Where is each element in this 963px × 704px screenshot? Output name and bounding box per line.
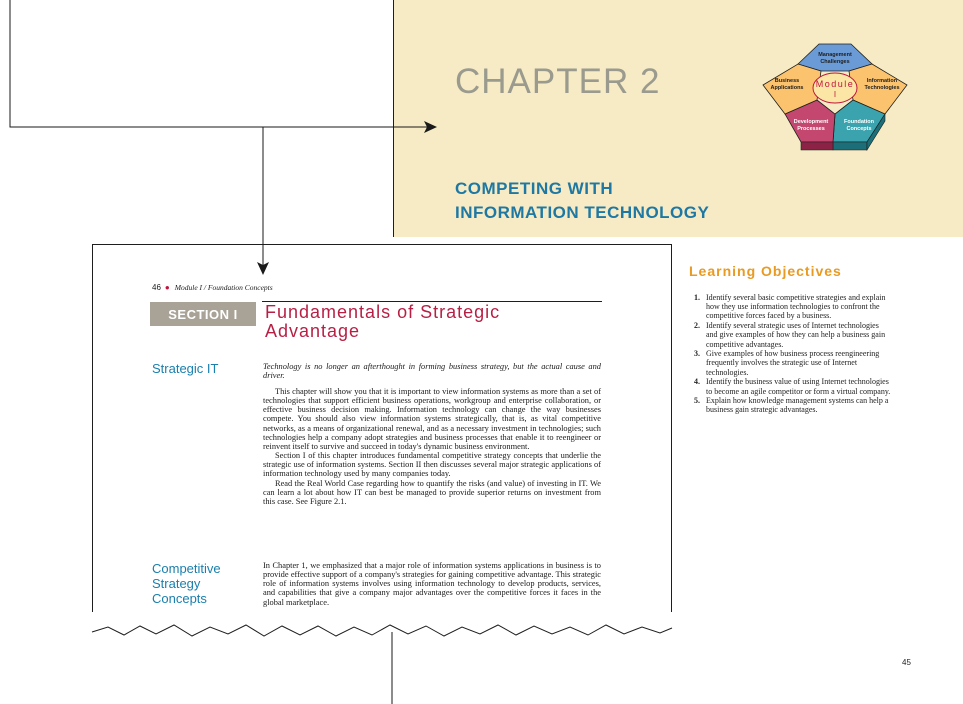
running-head: 46● Module I / Foundation Concepts — [152, 283, 273, 292]
objective-number: 4. — [694, 377, 700, 387]
section-rule — [262, 301, 602, 302]
learning-objective-item: 4. Identify the business value of using I… — [694, 377, 892, 395]
center-module-label: Module — [816, 79, 855, 89]
label-concepts: Concepts — [846, 126, 871, 132]
segment-foundation-concepts-side — [832, 141, 868, 151]
objective-text: Give examples of how business process re… — [706, 349, 880, 377]
objective-text: Identify the business value of using Int… — [706, 377, 891, 396]
chapter-subtitle: COMPETING WITH INFORMATION TECHNOLOGY — [455, 177, 709, 225]
label-development: Development — [794, 119, 829, 125]
label-challenges: Challenges — [820, 59, 849, 65]
paragraph: Read the Real World Case regarding how t… — [263, 478, 601, 506]
chapter-title: CHAPTER 2 — [455, 62, 661, 101]
chapter-subtitle-line-2: INFORMATION TECHNOLOGY — [455, 203, 710, 222]
label-management: Management — [818, 52, 852, 58]
label-processes: Processes — [797, 126, 825, 132]
module-diagram: Module I Management Challenges Informati… — [762, 43, 908, 152]
learning-objective-item: 1. Identify several basic competitive str… — [694, 293, 892, 321]
paragraph: This chapter will show you that it is im… — [263, 387, 601, 451]
side-heading-strategic-it: Strategic IT — [152, 361, 219, 376]
torn-edge-line — [91, 624, 673, 637]
connector-top-left — [9, 0, 428, 128]
section-badge: SECTION I — [150, 302, 256, 326]
label-information: Information — [867, 78, 898, 84]
section-title: Fundamentals of Strategic Advantage — [265, 302, 501, 341]
learning-objective-item: 2. Identify several strategic uses of Int… — [694, 321, 892, 349]
objective-text: Identify several basic competitive strat… — [706, 293, 886, 321]
learning-objective-item: 5. Explain how knowledge management syste… — [694, 396, 892, 414]
body-text-competitive: In Chapter 1, we emphasized that a major… — [263, 561, 601, 607]
page-number-46: 46 — [152, 283, 161, 292]
learning-objectives-list: 1. Identify several basic competitive str… — [694, 293, 892, 415]
objective-number: 5. — [694, 396, 700, 406]
paragraph: Section I of this chapter introduces fun… — [263, 451, 601, 479]
objective-text: Explain how knowledge management systems… — [706, 396, 889, 415]
label-technologies: Technologies — [864, 85, 899, 91]
objective-number: 3. — [694, 349, 700, 359]
center-module-number: I — [834, 90, 836, 99]
module-center-ellipse — [812, 72, 858, 104]
objective-number: 2. — [694, 321, 700, 331]
running-head-text: Module I / Foundation Concepts — [174, 283, 273, 292]
lead-text: Technology is no longer an afterthought … — [263, 362, 601, 381]
chapter-subtitle-line-1: COMPETING WITH — [455, 179, 614, 198]
label-foundation: Foundation — [844, 119, 875, 125]
learning-objective-item: 3. Give examples of how business process … — [694, 349, 892, 377]
objective-number: 1. — [694, 293, 700, 302]
bullet-dot-icon: ● — [164, 283, 170, 292]
segment-foundation-concepts-side-right — [866, 112, 886, 152]
objective-text: Identify several strategic uses of Inter… — [706, 321, 886, 349]
lead-quote: Technology is no longer an afterthought … — [263, 362, 601, 380]
segment-development-processes-side — [800, 141, 834, 151]
learning-objectives-heading: Learning Objectives — [689, 263, 842, 279]
paragraph: In Chapter 1, we emphasized that a major… — [263, 561, 601, 607]
side-heading-competitive-strategy: Competitive Strategy Concepts — [152, 561, 221, 606]
page-number-45: 45 — [902, 658, 911, 667]
body-text-strategic-it: This chapter will show you that it is im… — [263, 387, 601, 506]
torn-page-edge — [88, 612, 676, 648]
label-business: Business — [775, 78, 799, 84]
label-applications: Applications — [770, 85, 803, 91]
